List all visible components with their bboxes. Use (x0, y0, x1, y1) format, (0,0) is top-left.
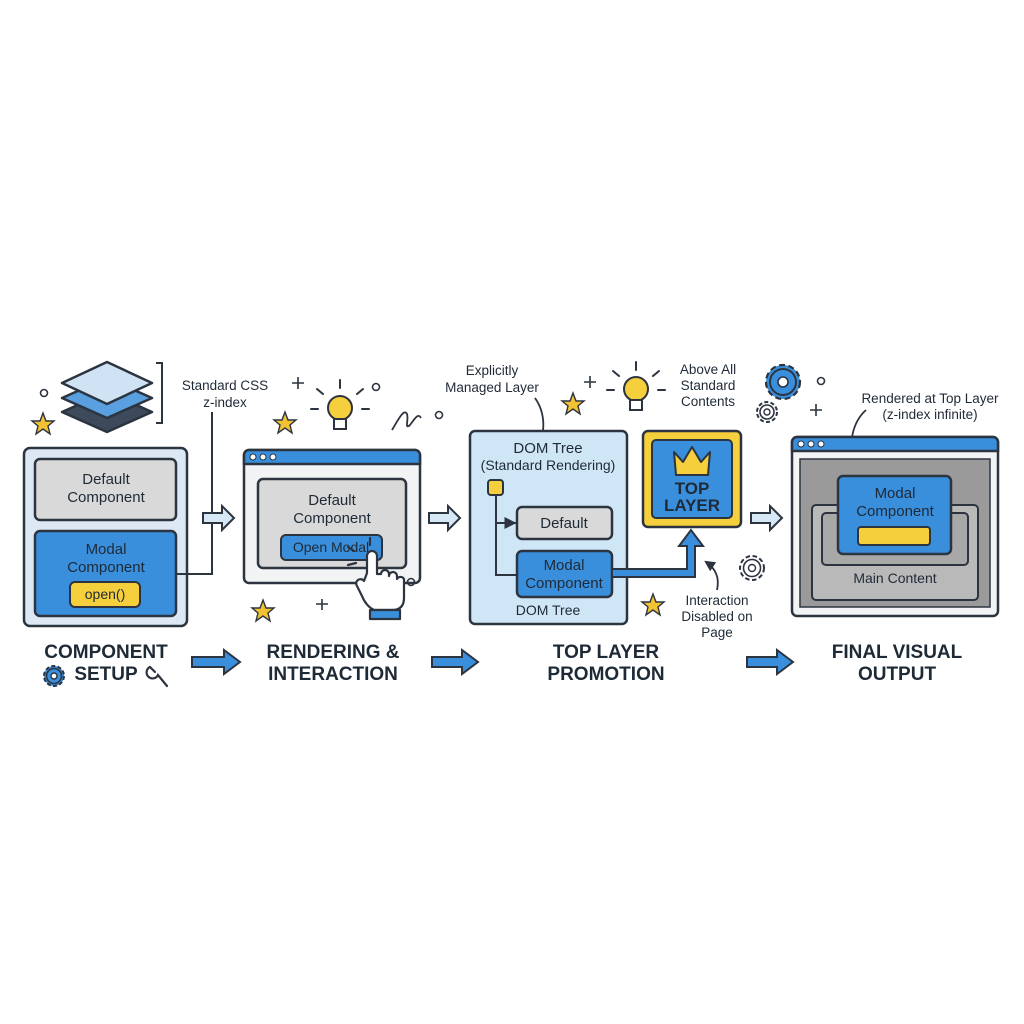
rendering-stage-title-line2: INTERACTION (268, 664, 398, 685)
rendered-top-layer-annotation-line2: (z-index infinite) (882, 407, 977, 422)
final-modal-bar (857, 526, 931, 546)
arrow-right-icon (191, 648, 242, 676)
promotion-stage-title: TOP LAYER (553, 642, 660, 663)
rendering-stage: Default Component Open Modal RENDERING &… (242, 377, 444, 685)
top-layer-label: TOP (675, 479, 710, 498)
lightbulb-icon (310, 379, 370, 430)
crown-icon (673, 446, 711, 476)
dot-icon (434, 410, 444, 420)
rendering-stage-title: RENDERING & (266, 642, 399, 663)
dom-tree-footer: DOM Tree (516, 602, 581, 618)
setup-stage-title: COMPONENT (44, 642, 168, 663)
z-index-connector (176, 412, 213, 575)
dom-default-label: Default (540, 515, 588, 532)
final-modal-label-line2: Component (856, 503, 934, 520)
star-icon (272, 410, 298, 435)
component-setup-stage: Standard CSS z-index Default Component M… (22, 360, 268, 688)
arrow-right-icon (428, 503, 462, 533)
wrench-icon (145, 665, 169, 688)
gear-icon (43, 665, 65, 687)
layers-icon (60, 360, 154, 434)
z-index-annotation: Standard CSS (182, 378, 268, 393)
open-modal-button[interactable] (280, 534, 383, 561)
pointer-hand-icon (346, 536, 406, 621)
layers-bracket (156, 362, 163, 424)
window-dot-icon (269, 453, 277, 461)
interaction-connector (704, 560, 719, 591)
above-all-annotation-line3: Contents (681, 394, 735, 409)
managed-layer-annotation-line2: Managed Layer (445, 380, 539, 395)
gear-icon (739, 555, 765, 581)
rendered-default-label-line2: Component (293, 510, 371, 527)
main-content-label: Main Content (853, 570, 936, 586)
dot-icon (39, 388, 49, 398)
window-dot-icon (797, 440, 805, 448)
gear-icon (756, 401, 778, 423)
default-component-label-line2: Component (67, 489, 145, 506)
dom-modal-label: Modal (544, 557, 585, 574)
rendered-top-layer-annotation: Rendered at Top Layer (861, 391, 999, 406)
dom-tree-subtitle: (Standard Rendering) (481, 457, 616, 473)
window-dot-icon (249, 453, 257, 461)
dot-icon (371, 382, 381, 392)
arrow-right-icon (202, 503, 236, 533)
window-dot-icon (259, 453, 267, 461)
promotion-arrow (611, 528, 705, 578)
managed-layer-annotation: Explicitly (466, 363, 519, 378)
default-component-label: Default (82, 471, 130, 488)
final-stage-title: FINAL VISUAL (832, 642, 963, 663)
promotion-stage-title-line2: PROMOTION (547, 664, 664, 685)
final-browser-titlebar (790, 435, 1000, 453)
browser-titlebar (242, 448, 422, 466)
sparkle-icon (810, 404, 822, 416)
dot-icon (816, 376, 826, 386)
dom-tree-title: DOM Tree (513, 440, 582, 457)
arrow-right-icon (431, 648, 480, 676)
z-index-annotation-line2: z-index (203, 395, 247, 410)
above-all-annotation-line2: Standard (681, 378, 736, 393)
above-all-annotation: Above All (680, 362, 736, 377)
squiggle-icon (391, 411, 422, 431)
sparkle-icon (292, 377, 304, 389)
dom-root-node (487, 479, 504, 496)
sparkle-icon (316, 599, 328, 610)
rendered-default-label: Default (308, 492, 356, 509)
top-layer-label-line2: LAYER (664, 496, 720, 515)
interaction-disabled-annotation-line2: Disabled on (681, 609, 752, 624)
modal-component-label-line2: Component (67, 559, 145, 576)
gear-icon (764, 363, 802, 401)
window-dot-icon (817, 440, 825, 448)
managed-layer-connector (534, 397, 545, 432)
modal-component-label: Modal (86, 541, 127, 558)
star-icon (640, 592, 666, 617)
promotion-stage: Explicitly Managed Layer DOM Tree (Stand… (445, 361, 826, 685)
default-component-box (33, 457, 178, 522)
setup-stage-title-line2: SETUP (74, 664, 138, 685)
interaction-disabled-annotation: Interaction (685, 593, 748, 608)
arrow-right-icon (746, 648, 795, 676)
open-method-button[interactable] (69, 581, 141, 608)
sparkle-icon (584, 376, 596, 388)
star-icon (560, 391, 586, 416)
dot-icon (406, 577, 416, 587)
dom-modal-label-line2: Component (525, 575, 603, 592)
interaction-disabled-annotation-line3: Page (701, 625, 733, 640)
open-method-label: open() (85, 586, 125, 602)
final-stage-title-line2: OUTPUT (858, 664, 937, 685)
window-dot-icon (807, 440, 815, 448)
final-modal-label: Modal (875, 485, 916, 502)
star-icon (250, 598, 276, 623)
dom-default-node (515, 505, 614, 541)
top-layer-inner (651, 439, 733, 519)
open-modal-label: Open Modal (293, 539, 369, 555)
arrow-right-icon (750, 503, 784, 533)
star-icon (30, 411, 56, 436)
final-output-stage: Rendered at Top Layer (z-index infinite)… (790, 391, 1000, 685)
lightbulb-icon (606, 361, 666, 411)
